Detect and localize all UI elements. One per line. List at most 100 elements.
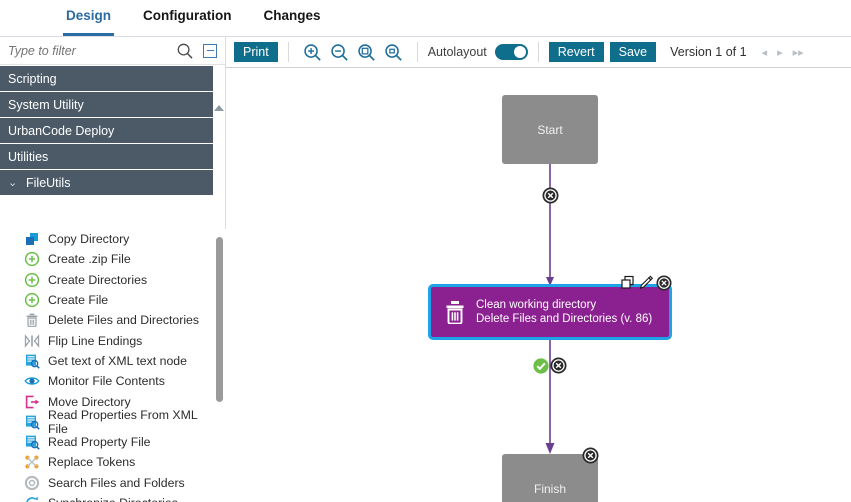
list-item-label: Flip Line Endings	[48, 333, 143, 348]
list-item-label: Monitor File Contents	[48, 374, 165, 389]
tab-design[interactable]: Design	[50, 0, 127, 36]
filter-row	[0, 37, 225, 65]
list-item-label: Create Directories	[48, 272, 148, 287]
xml-search-icon	[24, 434, 40, 450]
list-item[interactable]: Monitor File Contents	[0, 371, 213, 391]
copy-directory-icon	[24, 231, 40, 247]
list-item-label: Replace Tokens	[48, 455, 136, 470]
canvas-surface[interactable]: Start	[226, 68, 851, 502]
save-button[interactable]: Save	[609, 42, 657, 62]
zoom-out-icon[interactable]	[329, 42, 350, 63]
list-item[interactable]: Create .zip File	[0, 249, 213, 269]
move-directory-icon	[24, 394, 40, 410]
list-item[interactable]: Read Property File	[0, 432, 213, 452]
palette-group-label: Scripting	[8, 71, 57, 86]
toggle-knob	[513, 46, 526, 58]
palette-group-utilities[interactable]: Utilities	[0, 144, 213, 169]
node-text-block: Clean working directory Delete Files and…	[476, 298, 652, 326]
version-label: Version 1 of 1	[670, 45, 747, 59]
close-icon[interactable]	[656, 275, 672, 291]
search-input[interactable]	[8, 43, 176, 58]
search-icon[interactable]	[176, 42, 194, 60]
node-finish[interactable]: Finish	[502, 454, 598, 502]
edge-close-icon-start-clean[interactable]	[542, 187, 559, 204]
list-item[interactable]: Search Files and Folders	[0, 473, 213, 493]
list-item[interactable]: Copy Directory	[0, 229, 213, 249]
eye-icon	[24, 373, 40, 389]
version-prev-button[interactable]: ◂	[761, 46, 768, 59]
palette-group-list: Scripting System Utility UrbanCode Deplo…	[0, 66, 213, 196]
toolbar-separator	[416, 42, 418, 62]
list-item-label: Get text of XML text node	[48, 353, 187, 368]
palette-group-fileutils[interactable]: ⌄ FileUtils	[0, 170, 213, 195]
toolbar-separator	[287, 42, 289, 62]
list-item-label: Read Property File	[48, 435, 151, 450]
trash-icon	[24, 312, 40, 328]
process-editor: Print	[226, 37, 851, 502]
palette-scrollbar[interactable]	[213, 229, 226, 502]
node-start[interactable]: Start	[502, 95, 598, 164]
collapse-all-button[interactable]	[203, 43, 217, 58]
list-item[interactable]: Get text of XML text node	[0, 351, 213, 371]
autolayout-label: Autolayout	[427, 45, 487, 59]
node-clean-working-directory[interactable]: Clean working directory Delete Files and…	[428, 284, 672, 340]
node-action-icons	[620, 275, 672, 291]
palette-scrollbar-thumb[interactable]	[216, 237, 223, 402]
edge-layer	[545, 164, 555, 454]
list-item[interactable]: Create Directories	[0, 270, 213, 290]
palette-group-label: System Utility	[8, 97, 84, 112]
replace-tokens-icon	[24, 454, 40, 470]
plus-circle-icon	[24, 251, 40, 267]
list-item-label: Read Properties From XML File	[48, 407, 198, 436]
palette-scroll-up-arrow[interactable]	[214, 105, 224, 111]
node-subtitle: Delete Files and Directories (v. 86)	[476, 313, 653, 325]
list-item-label: Create File	[48, 293, 109, 308]
tab-configuration[interactable]: Configuration	[143, 8, 232, 23]
node-label: Finish	[533, 481, 566, 496]
palette-group-urbancode-deploy[interactable]: UrbanCode Deploy	[0, 118, 213, 143]
list-item-label: Copy Directory	[48, 232, 130, 247]
list-item-label: Synchronize Directories	[48, 496, 178, 502]
step-palette-panel: Scripting System Utility UrbanCode Deplo…	[0, 37, 226, 502]
xml-search-icon	[24, 353, 40, 369]
version-next-button[interactable]: ▸	[777, 46, 783, 59]
node-label: Start	[537, 122, 563, 137]
toolbar-separator	[537, 42, 539, 62]
sync-icon	[24, 495, 40, 502]
zoom-actual-icon[interactable]	[383, 42, 404, 63]
list-item[interactable]: Replace Tokens	[0, 452, 213, 472]
palette-group-label: Utilities	[8, 149, 49, 164]
trash-icon	[446, 301, 464, 324]
zoom-fit-icon[interactable]	[356, 42, 377, 63]
plus-circle-icon	[24, 292, 40, 308]
tab-changes[interactable]: Changes	[263, 8, 321, 23]
palette-group-system-utility[interactable]: System Utility	[0, 92, 213, 117]
edge-close-icon-clean-finish[interactable]	[550, 357, 567, 374]
process-canvas[interactable]: Start	[226, 67, 851, 502]
list-item[interactable]: Read Properties From XML File	[0, 408, 213, 436]
list-item-label: Delete Files and Directories	[48, 313, 200, 328]
autolayout-toggle[interactable]	[494, 44, 528, 60]
zoom-in-icon[interactable]	[302, 42, 323, 63]
list-item[interactable]: Move Directory	[0, 391, 213, 411]
editor-toolbar: Print	[226, 37, 851, 67]
chevron-down-icon: ⌄	[8, 177, 18, 189]
list-item-label: Search Files and Folders	[48, 475, 185, 490]
revert-button[interactable]: Revert	[548, 42, 604, 62]
flip-line-endings-icon	[24, 333, 40, 349]
list-item[interactable]: Flip Line Endings	[0, 330, 213, 350]
edge-success-icon[interactable]	[533, 358, 549, 374]
list-item[interactable]: Create File	[0, 290, 213, 310]
node-finish-close-icon[interactable]	[582, 447, 599, 464]
print-button[interactable]: Print	[234, 42, 278, 62]
palette-group-scripting[interactable]: Scripting	[0, 66, 213, 91]
list-item[interactable]: Delete Files and Directories	[0, 310, 213, 330]
list-item[interactable]: Synchronize Directories	[0, 493, 213, 502]
copy-icon[interactable]	[620, 275, 636, 291]
edit-icon[interactable]	[638, 275, 654, 291]
plus-circle-icon	[24, 272, 40, 288]
palette-group-label: UrbanCode Deploy	[8, 123, 115, 138]
version-last-button[interactable]: ▸▸	[792, 46, 804, 59]
